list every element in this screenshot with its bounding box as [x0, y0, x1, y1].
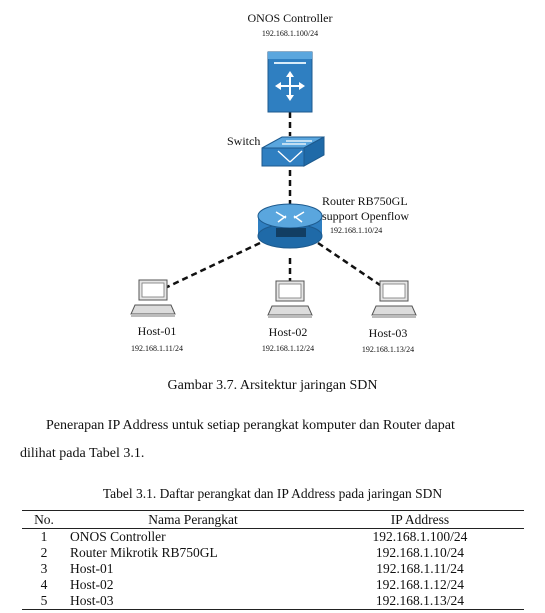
cell-no: 3 — [40, 561, 48, 576]
header-device-name: Nama Perangkat — [66, 510, 316, 529]
header-ip-address: IP Address — [316, 510, 524, 529]
host-02-name: Host-02 — [269, 325, 308, 339]
cell-no: 1 — [40, 529, 48, 544]
cell-ip-address: 192.168.1.13/24 — [316, 593, 524, 610]
cell-ip-address: 192.168.1.100/24 — [372, 529, 468, 544]
cell-device-name: Host-03 — [66, 593, 316, 610]
paragraph-line-1: Penerapan IP Address untuk setiap perang… — [20, 412, 530, 440]
host-02-ip: 192.168.1.12/24 — [262, 344, 314, 353]
table-header-row: No. Nama Perangkat IP Address — [22, 510, 524, 529]
cell-ip-address: 192.168.1.11/24 — [376, 561, 464, 576]
header-no: No. — [22, 510, 66, 529]
network-diagram: ONOS Controller 192.168.1.100/24 Switch … — [130, 11, 417, 354]
server-icon — [267, 51, 313, 113]
cell-ip-address: 192.168.1.10/24 — [375, 545, 465, 560]
host-03-ip: 192.168.1.13/24 — [362, 345, 414, 354]
body-paragraph: Penerapan IP Address untuk setiap perang… — [20, 412, 530, 468]
cell-device-name: Host-01 — [70, 561, 114, 576]
router-name: Router RB750GL — [322, 194, 408, 208]
table-row: 4 Host-02 192.168.1.12/24 — [22, 577, 524, 593]
computer-icon — [130, 279, 176, 317]
cell-no: 4 — [40, 577, 48, 592]
host-03-name: Host-03 — [369, 326, 408, 340]
paragraph-text-1: Penerapan IP Address untuk setiap perang… — [46, 418, 455, 433]
cell-device-name: Host-02 — [70, 577, 114, 592]
host-01-name: Host-01 — [138, 324, 177, 338]
computer-icon — [267, 280, 313, 318]
host-01-ip: 192.168.1.11/24 — [131, 344, 183, 353]
computer-icon — [371, 280, 417, 318]
cell-no: 2 — [40, 545, 48, 560]
router-icon — [257, 203, 323, 249]
table-row: 3 Host-01 192.168.1.11/24 — [22, 561, 524, 577]
table-row: 2 Router Mikrotik RB750GL 192.168.1.10/2… — [22, 545, 524, 561]
switch-icon — [261, 136, 325, 167]
link-router-host01 — [164, 241, 261, 290]
table-row: 1 ONOS Controller 192.168.1.100/24 — [22, 529, 524, 546]
table-caption: Tabel 3.1. Daftar perangkat dan IP Addre… — [102, 486, 443, 501]
device-ip-table: No. Nama Perangkat IP Address 1 ONOS Con… — [22, 510, 524, 610]
cell-device-name: ONOS Controller — [70, 529, 166, 544]
cell-device-name: Router Mikrotik RB750GL — [70, 545, 218, 560]
switch-label: Switch — [227, 134, 260, 148]
network-links — [164, 112, 381, 290]
cell-ip-address: 192.168.1.12/24 — [375, 577, 465, 592]
controller-ip: 192.168.1.100/24 — [262, 29, 318, 38]
router-ip: 192.168.1.10/24 — [330, 226, 382, 235]
figure-caption: Gambar 3.7. Arsitektur jaringan SDN — [167, 378, 378, 393]
paragraph-line-2: dilihat pada Tabel 3.1. — [20, 446, 145, 461]
link-router-host03 — [317, 241, 381, 287]
controller-name: ONOS Controller — [248, 11, 333, 25]
table-row: 5 Host-03 192.168.1.13/24 — [22, 593, 524, 610]
cell-no: 5 — [22, 593, 66, 610]
router-openflow: support Openflow — [322, 209, 409, 223]
